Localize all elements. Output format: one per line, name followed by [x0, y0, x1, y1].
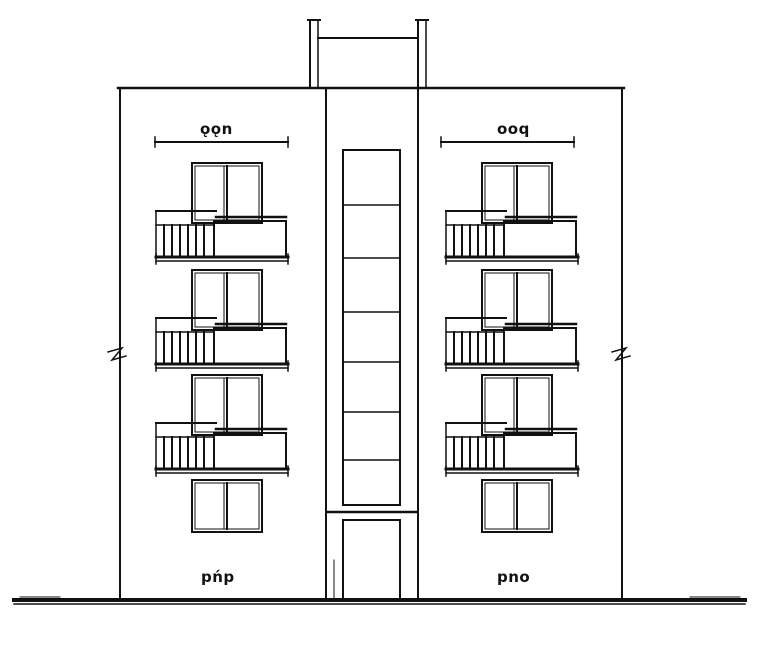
roof-stair-house	[307, 19, 429, 89]
label-bottom-left: pńp	[201, 568, 235, 586]
window-frame	[481, 269, 553, 331]
window-frame	[191, 269, 263, 331]
balcony-panel	[213, 327, 287, 365]
window-frame	[191, 162, 263, 224]
window-ground-floor	[191, 479, 263, 533]
dimension-line-left	[154, 136, 289, 148]
window-frame	[481, 374, 553, 436]
balcony-floor-3	[444, 422, 580, 477]
bay-right	[444, 162, 580, 533]
window-ground-floor	[481, 479, 553, 533]
balcony-panel	[503, 220, 577, 258]
window-frame	[191, 374, 263, 436]
bay-left	[154, 162, 290, 533]
entrance-door	[326, 510, 418, 598]
label-bottom-right: pno	[497, 568, 530, 586]
ground-line	[12, 596, 747, 605]
balcony-panel	[213, 220, 287, 258]
window-floor-1	[481, 162, 553, 224]
balcony-floor-2	[444, 317, 580, 372]
window-floor-2	[481, 269, 553, 331]
balcony-panel	[503, 327, 577, 365]
window-floor-3	[481, 374, 553, 436]
balcony-panel	[213, 432, 287, 470]
balcony-floor-2	[154, 317, 290, 372]
window-frame	[191, 479, 263, 533]
balcony-floor-1	[154, 210, 290, 265]
window-floor-2	[191, 269, 263, 331]
balcony-panel	[503, 432, 577, 470]
label-top-left: ǫǫn	[200, 120, 233, 138]
balcony-floor-1	[444, 210, 580, 265]
building-outline	[116, 86, 626, 601]
break-symbol-right	[611, 346, 631, 362]
window-floor-1	[191, 162, 263, 224]
break-symbol-left	[107, 346, 127, 362]
label-top-right: ooq	[497, 120, 530, 138]
balcony-floor-3	[154, 422, 290, 477]
window-floor-3	[191, 374, 263, 436]
window-frame	[481, 479, 553, 533]
stairwell-window-strip	[342, 149, 401, 506]
dimension-line-right	[440, 136, 575, 148]
window-frame	[481, 162, 553, 224]
